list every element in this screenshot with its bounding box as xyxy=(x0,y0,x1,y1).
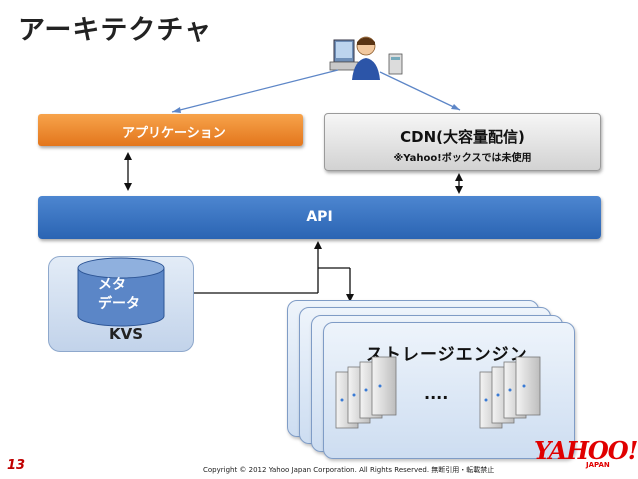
cdn-title: CDN(大容量配信) xyxy=(400,128,525,146)
application-box: アプリケーション xyxy=(38,114,303,146)
arrowhead-app xyxy=(172,107,181,113)
user-computer-icon xyxy=(329,36,403,80)
logo-sub: JAPAN xyxy=(586,461,610,469)
logo-text: YAHOO! xyxy=(534,436,638,465)
arrowhead xyxy=(455,186,463,194)
arrowhead-cdn xyxy=(451,104,460,110)
link-user-cdn xyxy=(379,71,461,111)
database-icon xyxy=(77,257,165,327)
arrowhead xyxy=(314,241,322,249)
yahoo-japan-logo: YAHOO! JAPAN xyxy=(534,436,638,476)
arrowhead xyxy=(124,183,132,191)
copyright-text: Copyright © 2012 Yahoo Japan Corporation… xyxy=(203,466,495,474)
cdn-note: ※Yahoo!ボックスでは未使用 xyxy=(393,153,532,164)
link-user-app xyxy=(171,69,339,113)
ellipsis-text: .... xyxy=(424,384,449,403)
server-group-right-icon xyxy=(479,356,541,429)
cdn-box: CDN(大容量配信) ※Yahoo!ボックスでは未使用 xyxy=(324,113,601,171)
arrowhead xyxy=(124,152,132,160)
kvs-label: KVS xyxy=(109,325,144,343)
server-group-left-icon xyxy=(335,356,397,429)
page-number: 13 xyxy=(7,458,26,473)
slide-title: アーキテクチャ xyxy=(18,15,213,46)
metadata-label: メタ データ xyxy=(98,277,140,312)
arrowhead xyxy=(346,294,354,302)
arrowhead xyxy=(455,173,463,181)
storage-engine-label: ストレージエンジン xyxy=(366,345,528,365)
api-bar: API xyxy=(38,196,601,239)
